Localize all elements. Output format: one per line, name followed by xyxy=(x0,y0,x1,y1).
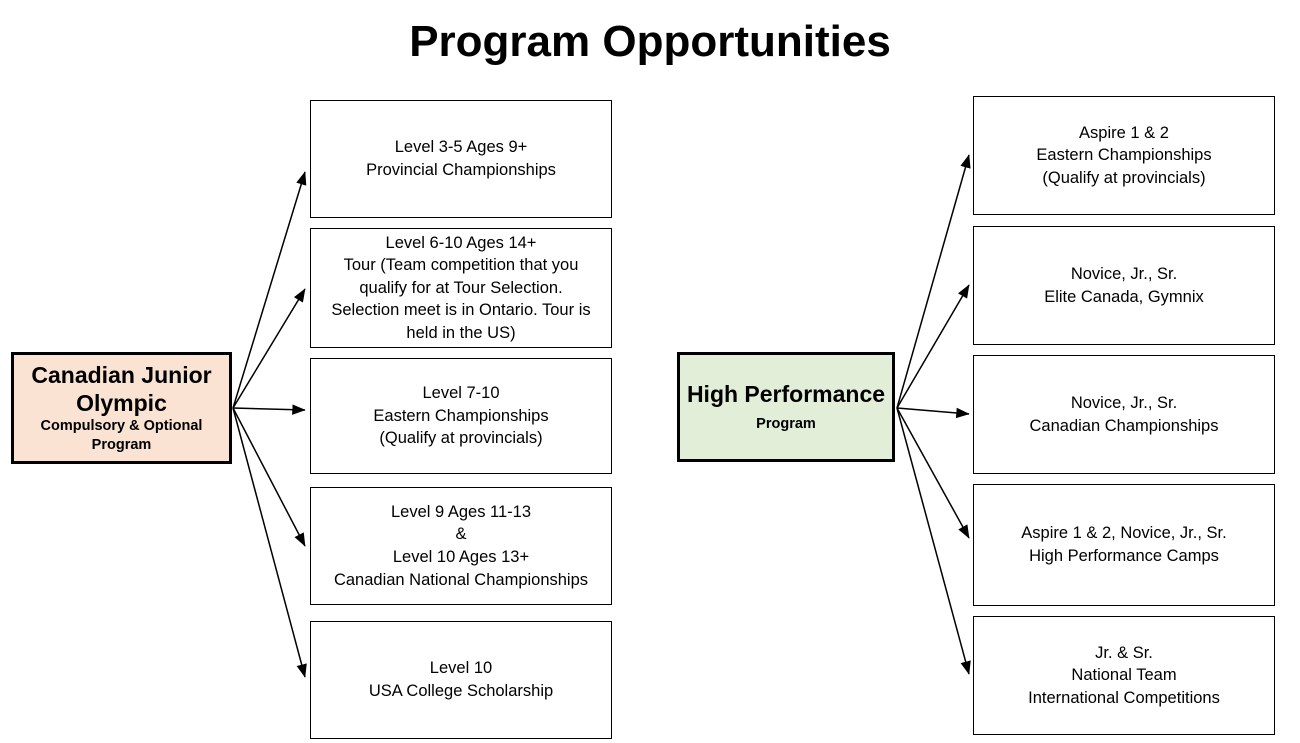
hp-arrow-5 xyxy=(896,407,971,675)
page-title: Program Opportunities xyxy=(409,17,891,66)
hp-outcome-box-1[interactable]: Aspire 1 & 2 Eastern Championships (Qual… xyxy=(973,96,1275,215)
hp-outcome-4-line-2: High Performance Camps xyxy=(1029,547,1219,565)
cjo-sub-line-2: Program xyxy=(91,436,152,453)
hp-arrow-4 xyxy=(896,407,970,539)
hp-arrow-2 xyxy=(896,284,970,409)
hp-outcome-5-line-1: Jr. & Sr. xyxy=(1095,643,1153,662)
cjo-sub-line-1: Compulsory & Optional xyxy=(40,418,203,435)
cjo-outcome-2-line-3: qualify for at Tour Selection. xyxy=(359,278,563,297)
cjo-outcome-box-2[interactable]: Level 6-10 Ages 14+ Tour (Team competiti… xyxy=(310,228,612,348)
cjo-arrow-3 xyxy=(232,404,306,415)
cjo-outcome-3-line-3: (Qualify at provincials) xyxy=(379,429,543,448)
cjo-outcome-1-line-1: Level 3-5 Ages 9+ xyxy=(394,138,528,157)
hp-outcome-1-line-1: Aspire 1 & 2 xyxy=(1079,123,1169,142)
hp-outcome-1-line-2: Eastern Championships xyxy=(1036,146,1212,165)
source-node-high-performance[interactable]: High Performance Program xyxy=(677,352,895,462)
cjo-title-line-2: Olympic xyxy=(76,389,167,416)
cjo-outcome-4-line-4: Canadian National Championships xyxy=(333,570,589,589)
source-node-canadian-junior-olympic[interactable]: Canadian Junior Olympic Compulsory & Opt… xyxy=(11,352,232,464)
hp-outcome-4-line-1: Aspire 1 & 2, Novice, Jr., Sr. xyxy=(1021,524,1227,543)
cjo-arrow-group xyxy=(232,171,307,678)
hp-outcome-2-line-1: Novice, Jr., Sr. xyxy=(1070,264,1178,283)
cjo-arrow-2 xyxy=(232,288,306,409)
hp-outcome-2-line-2: Elite Canada, Gymnix xyxy=(1044,287,1204,306)
hp-title-line-1: High Performance xyxy=(686,381,886,408)
hp-outcome-3-line-1: Novice, Jr., Sr. xyxy=(1070,393,1178,412)
hp-outcome-5-line-3: International Competitions xyxy=(1028,688,1220,707)
hp-outcome-box-3[interactable]: Novice, Jr., Sr. Canadian Championships xyxy=(973,355,1275,474)
cjo-title-line-1: Canadian Junior xyxy=(31,362,212,389)
cjo-outcome-box-5[interactable]: Level 10 USA College Scholarship xyxy=(310,621,612,739)
cjo-arrow-5 xyxy=(232,407,307,678)
hp-arrow-group xyxy=(896,154,971,675)
cjo-arrow-4 xyxy=(232,407,306,547)
hp-outcome-1-line-3: (Qualify at provincials) xyxy=(1042,168,1206,187)
cjo-outcome-4-line-3: Level 10 Ages 13+ xyxy=(392,548,530,566)
cjo-outcome-1-line-2: Provincial Championships xyxy=(366,161,556,179)
cjo-outcome-5-line-1: Level 10 xyxy=(429,659,493,678)
cjo-outcome-3-line-1: Level 7-10 xyxy=(422,384,500,403)
cjo-outcome-2-line-2: Tour (Team competition that you xyxy=(343,256,579,275)
cjo-outcome-4-line-1: Level 9 Ages 11-13 xyxy=(390,502,532,521)
cjo-outcome-box-3[interactable]: Level 7-10 Eastern Championships (Qualif… xyxy=(310,358,612,474)
cjo-outcome-box-4[interactable]: Level 9 Ages 11-13 & Level 10 Ages 13+ C… xyxy=(310,487,612,605)
cjo-outcome-4-line-2: & xyxy=(455,525,467,544)
hp-outcome-3-line-2: Canadian Championships xyxy=(1029,416,1219,435)
cjo-outcome-2-line-1: Level 6-10 Ages 14+ xyxy=(385,233,537,252)
cjo-outcome-2-line-4: Selection meet is in Ontario. Tour is xyxy=(331,301,591,320)
hp-arrow-1 xyxy=(896,154,971,409)
hp-outcome-box-2[interactable]: Novice, Jr., Sr. Elite Canada, Gymnix xyxy=(973,226,1275,345)
hp-outcome-box-4[interactable]: Aspire 1 & 2, Novice, Jr., Sr. High Perf… xyxy=(973,484,1275,606)
hp-outcome-box-5[interactable]: Jr. & Sr. National Team International Co… xyxy=(973,616,1275,735)
hp-sub-line-1: Program xyxy=(756,415,816,432)
cjo-outcome-2-line-5: held in the US) xyxy=(406,323,516,342)
cjo-outcome-3-line-2: Eastern Championships xyxy=(373,406,549,425)
cjo-arrow-1 xyxy=(232,171,307,409)
cjo-outcome-5-line-2: USA College Scholarship xyxy=(368,682,554,700)
hp-arrow-3 xyxy=(896,407,970,419)
cjo-outcome-box-1[interactable]: Level 3-5 Ages 9+ Provincial Championshi… xyxy=(310,100,612,218)
hp-outcome-5-line-2: National Team xyxy=(1071,666,1177,685)
